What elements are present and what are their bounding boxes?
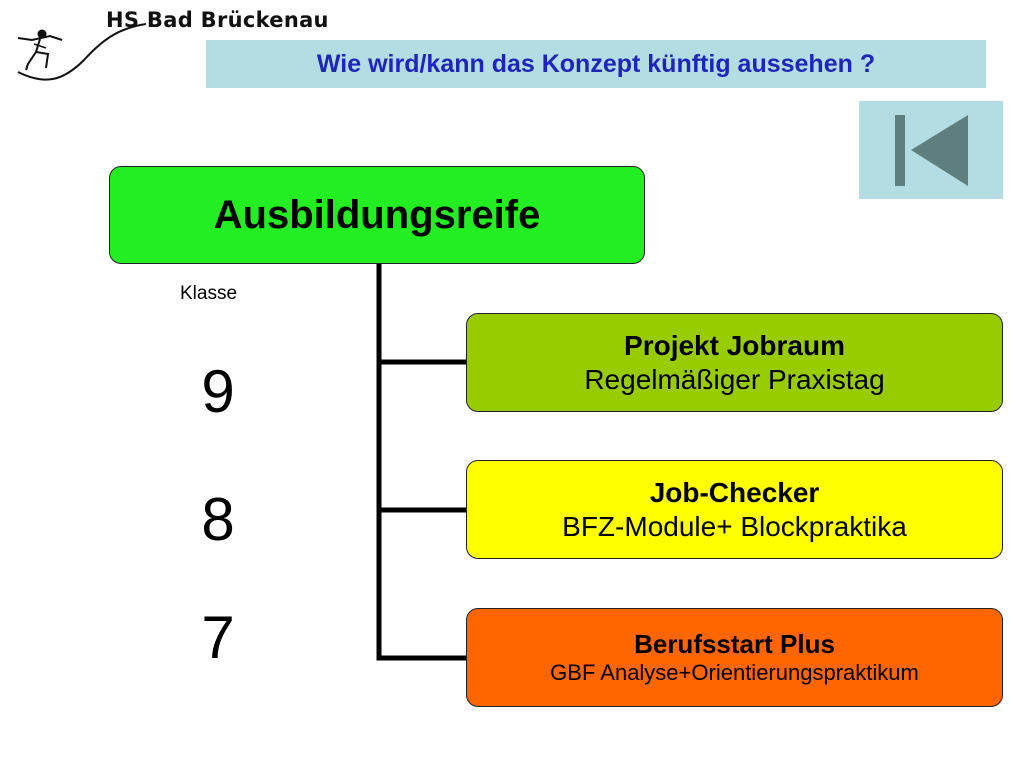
program-box-projekt-jobraum: Projekt Jobraum Regelmäßiger Praxistag	[466, 313, 1003, 412]
top-box-label: Ausbildungsreife	[213, 192, 541, 237]
ausbildungsreife-box: Ausbildungsreife	[109, 166, 645, 264]
program-title: Berufsstart Plus	[634, 628, 835, 659]
skip-back-icon	[895, 115, 968, 186]
program-box-job-checker: Job-Checker BFZ-Module+ Blockpraktika	[466, 460, 1003, 559]
program-box-berufsstart-plus: Berufsstart Plus GBF Analyse+Orientierun…	[466, 608, 1003, 707]
grade-9: 9	[201, 358, 235, 425]
program-subtitle: GBF Analyse+Orientierungspraktikum	[550, 659, 919, 685]
klasse-label: Klasse	[180, 283, 238, 304]
title-banner: Wie wird/kann das Konzept künftig ausseh…	[206, 40, 986, 88]
school-logo	[17, 23, 147, 81]
program-title: Projekt Jobraum	[624, 329, 845, 361]
grade-8: 8	[201, 486, 235, 553]
back-to-start-button[interactable]	[859, 101, 1003, 199]
program-subtitle: BFZ-Module+ Blockpraktika	[562, 510, 907, 542]
page-title: Wie wird/kann das Konzept künftig ausseh…	[316, 49, 876, 78]
program-title: Job-Checker	[649, 476, 820, 508]
school-name: HS Bad Brückenau	[106, 8, 329, 32]
program-subtitle: Regelmäßiger Praxistag	[584, 363, 885, 395]
grade-7: 7	[201, 604, 235, 671]
